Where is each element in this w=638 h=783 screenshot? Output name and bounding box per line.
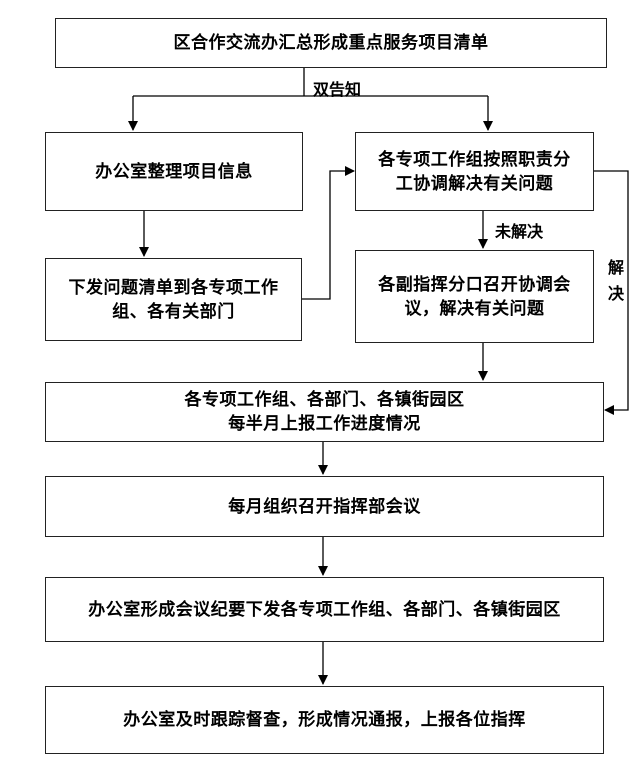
box-monthly-meeting: 每月组织召开指挥部会议 (45, 476, 604, 537)
box-issue-list: 下发问题清单到各专项工作组、各有关部门 (45, 258, 302, 341)
label-double-notify: 双告知 (313, 80, 362, 99)
arrow-issue-to-groups (302, 166, 355, 300)
box-deputy-meeting-text: 各副指挥分口召开协调会议，解决有关问题 (378, 274, 571, 319)
arrow-resolved-to-report (594, 170, 629, 415)
box-minutes-text: 办公室形成会议纪要下发各专项工作组、各部门、各镇街园区 (88, 599, 561, 620)
box-minutes: 办公室形成会议纪要下发各专项工作组、各部门、各镇街园区 (45, 577, 604, 642)
box-groups-solve-text: 各专项工作组按照职责分工协调解决有关问题 (378, 149, 571, 194)
box-monthly-meeting-text: 每月组织召开指挥部会议 (228, 496, 421, 517)
box-summary: 区合作交流办汇总形成重点服务项目清单 (55, 18, 607, 68)
box-deputy-meeting: 各副指挥分口召开协调会议，解决有关问题 (355, 250, 594, 343)
box-progress-report-text: 各专项工作组、各部门、各镇街园区 每半月上报工作进度情况 (184, 390, 465, 434)
box-supervision-text: 办公室及时跟踪督查，形成情况通报，上报各位指挥 (123, 710, 526, 730)
box-groups-solve: 各专项工作组按照职责分工协调解决有关问题 (355, 132, 594, 211)
box-summary-text: 区合作交流办汇总形成重点服务项目清单 (173, 33, 489, 53)
box-office-info-text: 办公室整理项目信息 (95, 161, 253, 182)
label-resolved: 解决 (607, 258, 624, 303)
box-office-info: 办公室整理项目信息 (45, 132, 303, 211)
box-issue-list-text: 下发问题清单到各专项工作组、各有关部门 (68, 277, 279, 322)
label-unresolved: 未解决 (495, 222, 544, 241)
box-supervision: 办公室及时跟踪督查，形成情况通报，上报各位指挥 (45, 686, 604, 754)
box-progress-report: 各专项工作组、各部门、各镇街园区 每半月上报工作进度情况 (45, 382, 604, 442)
